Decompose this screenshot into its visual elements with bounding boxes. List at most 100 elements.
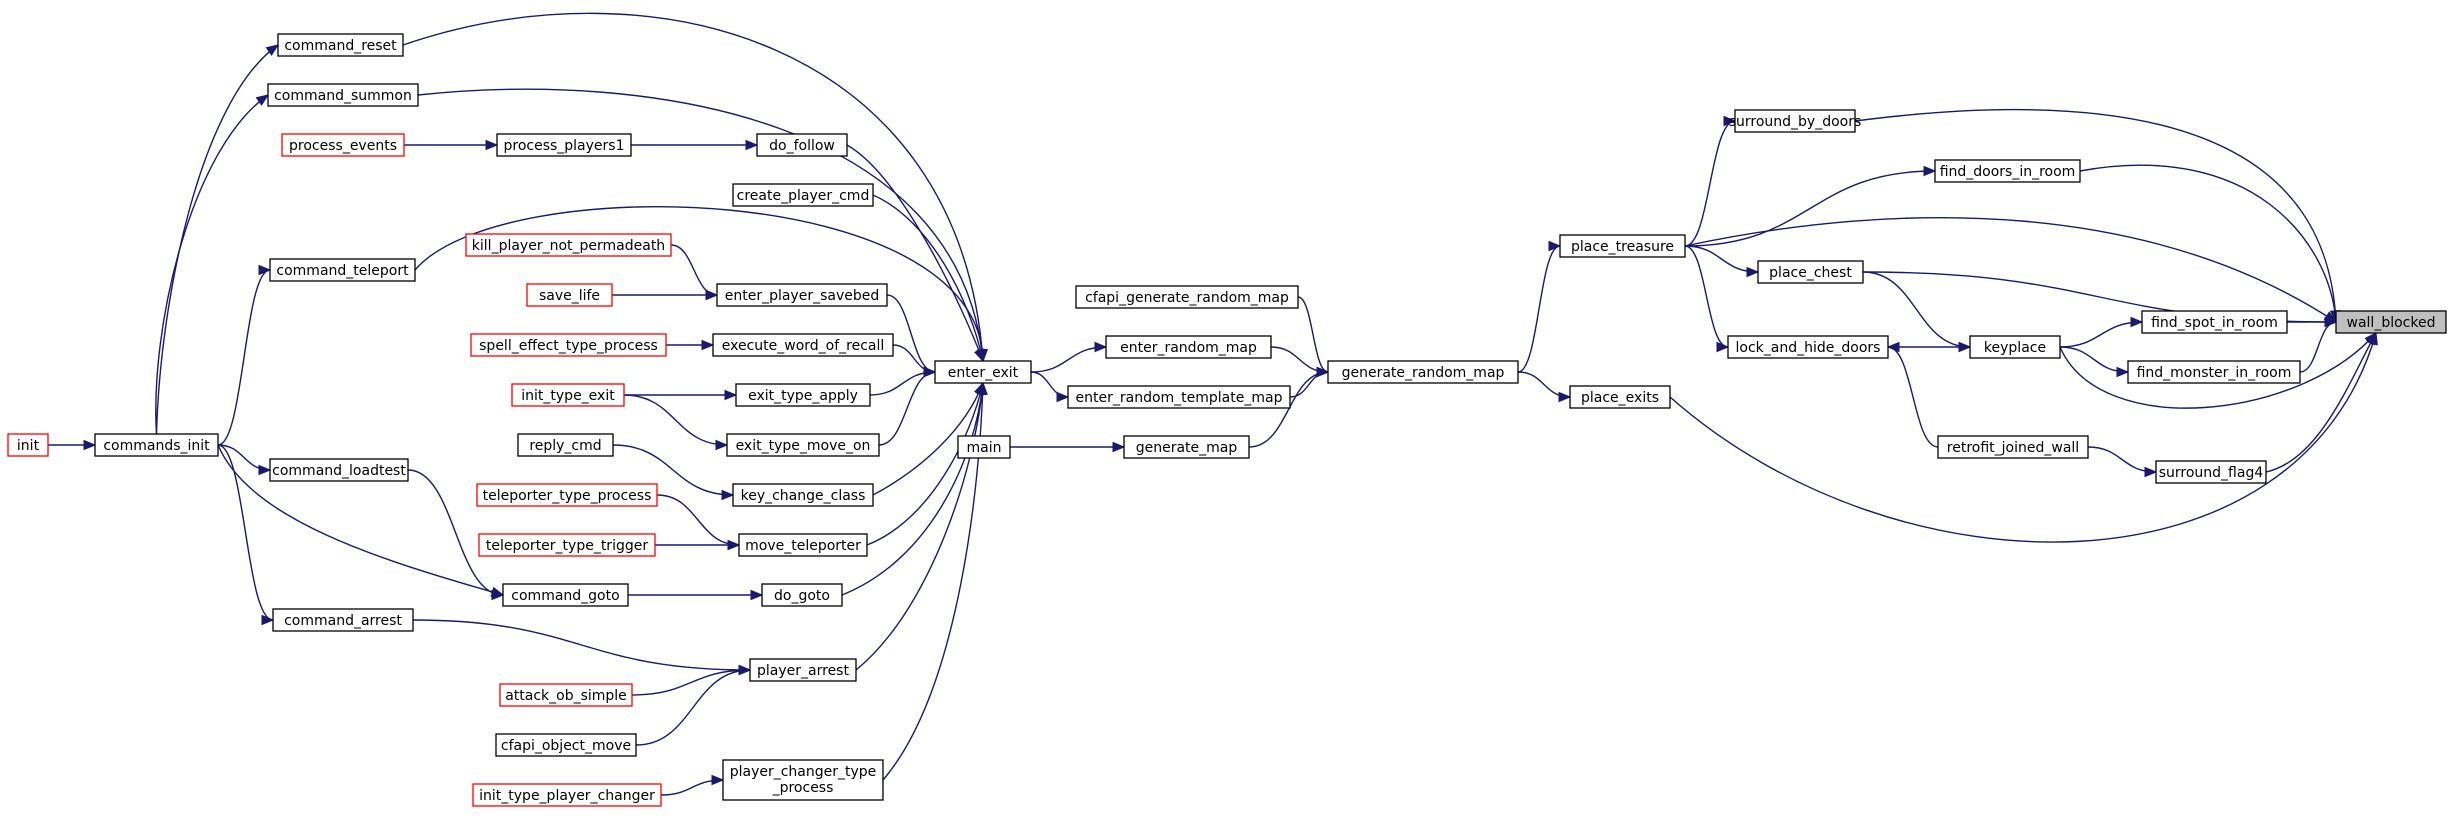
- edge-line: [882, 382, 984, 781]
- edge-find_monster_in_room-to-wall_blocked: [2299, 316, 2338, 373]
- node-box: [499, 683, 633, 707]
- node-command_summon[interactable]: command_summon: [267, 83, 419, 107]
- node-command_goto[interactable]: command_goto: [502, 583, 629, 607]
- node-teleporter_type_trigger[interactable]: teleporter_type_trigger: [478, 533, 656, 557]
- edge-arrowhead: [1112, 441, 1126, 453]
- edge-arrowhead: [1958, 341, 1972, 353]
- node-save_life[interactable]: save_life: [526, 283, 613, 307]
- edge-enter_exit-to-enter_random_template_map: [1030, 371, 1070, 403]
- edge-line: [1684, 170, 1936, 247]
- node-player_arrest[interactable]: player_arrest: [749, 658, 857, 682]
- node-enter_exit[interactable]: enter_exit: [934, 360, 1032, 384]
- node-box: [478, 533, 656, 557]
- node-box: [756, 133, 848, 157]
- node-lock_and_hide_doors[interactable]: lock_and_hide_doors: [1727, 335, 1889, 359]
- node-label: exit_type_move_on: [736, 438, 871, 454]
- node-place_treasure[interactable]: place_treasure: [1559, 234, 1686, 258]
- node-find_monster_in_room[interactable]: find_monster_in_room: [2127, 360, 2301, 384]
- edge-line: [892, 344, 936, 373]
- node-command_loadtest[interactable]: command_loadtest: [269, 458, 409, 482]
- node-box: [465, 233, 672, 257]
- node-surround_flag4[interactable]: surround_flag4: [2155, 460, 2267, 484]
- node-box: [2155, 460, 2267, 484]
- node-box: [732, 483, 874, 507]
- node-box: [94, 433, 219, 457]
- node-box: [472, 783, 662, 807]
- node-box: [1727, 335, 1889, 359]
- edge-generate_map-to-generate_random_map: [1248, 366, 1330, 448]
- edge-line: [1297, 296, 1329, 373]
- node-retrofit_joined_wall[interactable]: retrofit_joined_wall: [1937, 435, 2089, 459]
- node-init_type_player_changer[interactable]: init_type_player_changer: [472, 783, 662, 807]
- node-enter_random_map[interactable]: enter_random_map: [1105, 335, 1272, 359]
- node-enter_player_savebed[interactable]: enter_player_savebed: [716, 283, 888, 307]
- node-keyplace[interactable]: keyplace: [1969, 335, 2061, 359]
- node-find_spot_in_room[interactable]: find_spot_in_room: [2141, 310, 2288, 334]
- node-enter_random_template_map[interactable]: enter_random_template_map: [1067, 385, 1291, 409]
- node-spell_effect_type_process[interactable]: spell_effect_type_process: [470, 333, 667, 357]
- node-teleporter_type_process[interactable]: teleporter_type_process: [476, 483, 658, 507]
- node-surround_by_doors[interactable]: surround_by_doors: [1729, 109, 1862, 133]
- node-init_type_exit[interactable]: init_type_exit: [511, 383, 625, 407]
- node-process_events[interactable]: process_events: [281, 133, 405, 157]
- edge-move_teleporter-to-enter_exit: [866, 381, 986, 546]
- node-commands_init[interactable]: commands_init: [94, 433, 219, 457]
- node-box: [934, 360, 1032, 384]
- node-box: [495, 733, 637, 757]
- node-cfapi_generate_random_map[interactable]: cfapi_generate_random_map: [1075, 285, 1299, 309]
- edge-line: [2265, 332, 2377, 473]
- node-exit_type_apply[interactable]: exit_type_apply: [735, 383, 871, 407]
- edge-arrowhead: [1056, 391, 1070, 403]
- edge-line: [1684, 120, 1736, 247]
- edge-generate_random_map-to-place_treasure: [1517, 240, 1562, 373]
- node-generate_random_map[interactable]: generate_random_map: [1327, 360, 1519, 384]
- edge-line: [407, 469, 504, 596]
- node-find_doors_in_room[interactable]: find_doors_in_room: [1934, 159, 2081, 183]
- node-reply_cmd[interactable]: reply_cmd: [517, 433, 614, 457]
- edge-arrowhead: [724, 389, 738, 401]
- node-label: init: [17, 438, 40, 454]
- node-label: command_reset: [284, 38, 397, 54]
- node-kill_player_not_permadeath[interactable]: kill_player_not_permadeath: [465, 233, 672, 257]
- node-box: [1969, 335, 2061, 359]
- node-box: [1559, 234, 1686, 258]
- node-create_player_cmd[interactable]: create_player_cmd: [732, 183, 874, 207]
- node-do_goto[interactable]: do_goto: [761, 583, 843, 607]
- node-box: [732, 183, 874, 207]
- node-key_change_class[interactable]: key_change_class: [732, 483, 874, 507]
- node-generate_map[interactable]: generate_map: [1123, 435, 1250, 459]
- node-command_arrest[interactable]: command_arrest: [272, 608, 414, 632]
- edge-line: [155, 94, 269, 435]
- node-label: enter_random_template_map: [1076, 390, 1283, 406]
- edge-place_treasure-to-find_doors_in_room: [1684, 165, 1937, 247]
- node-box: [502, 583, 629, 607]
- node-move_teleporter[interactable]: move_teleporter: [738, 533, 868, 557]
- node-exit_type_move_on[interactable]: exit_type_move_on: [726, 433, 880, 457]
- edge-arrowhead: [977, 381, 988, 395]
- node-wall_blocked: wall_blocked: [2335, 310, 2447, 334]
- edge-line: [1517, 245, 1561, 373]
- node-do_follow[interactable]: do_follow: [756, 133, 848, 157]
- node-main[interactable]: main: [957, 435, 1011, 459]
- edge-line: [1289, 371, 1329, 398]
- edge-kill_player_not_permadeath-to-enter_player_savebed: [670, 244, 719, 301]
- edge-place_treasure-to-surround_by_doors: [1684, 115, 1737, 247]
- node-box: [712, 333, 894, 357]
- node-cfapi_object_move[interactable]: cfapi_object_move: [495, 733, 637, 757]
- node-player_changer_type_process[interactable]: player_changer_type_process: [722, 759, 884, 801]
- node-box: [2141, 310, 2288, 334]
- node-init[interactable]: init: [7, 433, 49, 457]
- node-command_reset[interactable]: command_reset: [277, 33, 404, 57]
- node-execute_word_of_recall[interactable]: execute_word_of_recall: [712, 333, 894, 357]
- node-place_chest[interactable]: place_chest: [1757, 260, 1864, 284]
- edge-line: [155, 44, 279, 435]
- node-attack_ob_simple[interactable]: attack_ob_simple: [499, 683, 633, 707]
- node-process_players1[interactable]: process_players1: [496, 133, 632, 157]
- node-place_exits[interactable]: place_exits: [1569, 385, 1671, 409]
- node-command_teleport[interactable]: command_teleport: [269, 258, 416, 282]
- edge-arrowhead: [721, 489, 735, 501]
- node-box: [496, 133, 632, 157]
- edge-arrowhead: [258, 464, 272, 476]
- edge-retrofit_joined_wall-to-surround_flag4: [2087, 446, 2158, 478]
